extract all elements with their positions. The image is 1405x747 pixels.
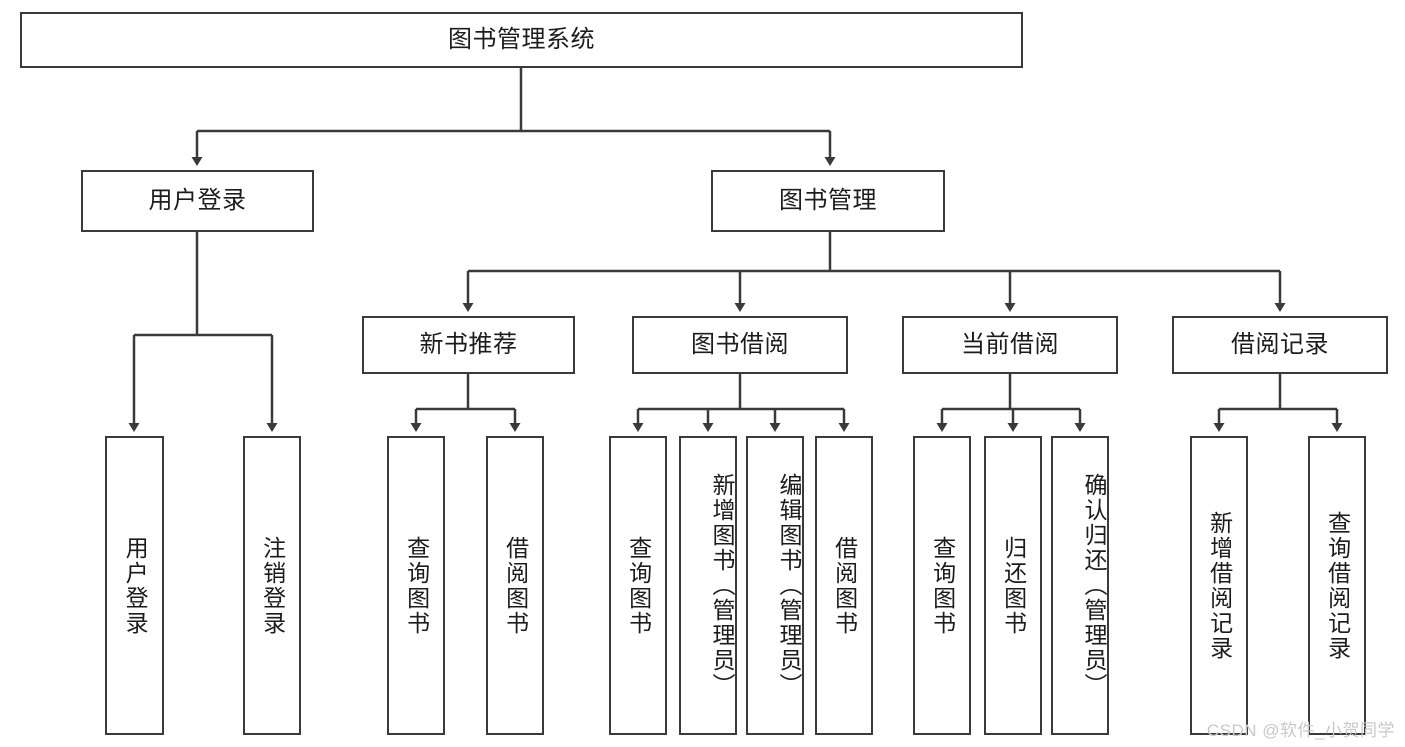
leaf-node[interactable]: 用户登录 xyxy=(105,436,164,735)
leaf-node[interactable]: 新增借阅记录 xyxy=(1190,436,1248,735)
node-user-login[interactable]: 用户登录 xyxy=(81,170,314,232)
leaf-node-label: 用户登录 xyxy=(122,535,149,636)
node-root[interactable]: 图书管理系统 xyxy=(20,12,1023,68)
node-new-book-recommend[interactable]: 新书推荐 xyxy=(362,316,575,374)
leaf-node-label: 查询图书 xyxy=(625,535,652,636)
node-book-borrow[interactable]: 图书借阅 xyxy=(632,316,848,374)
leaf-node-label: 查询借阅记录 xyxy=(1324,510,1351,661)
leaf-node-label: 注销登录 xyxy=(259,535,286,636)
leaf-node-label: 新增图书（管理员） xyxy=(709,473,735,698)
leaf-node[interactable]: 编辑图书（管理员） xyxy=(746,436,804,735)
leaf-node[interactable]: 查询图书 xyxy=(913,436,971,735)
node-book-management-label: 图书管理 xyxy=(779,187,877,214)
leaf-node[interactable]: 查询图书 xyxy=(387,436,445,735)
node-book-management[interactable]: 图书管理 xyxy=(711,170,945,232)
leaf-node[interactable]: 确认归还（管理员） xyxy=(1051,436,1109,735)
leaf-node-label: 新增借阅记录 xyxy=(1206,510,1233,661)
leaf-node-label: 借阅图书 xyxy=(502,535,529,636)
node-user-login-label: 用户登录 xyxy=(148,187,247,214)
leaf-node[interactable]: 注销登录 xyxy=(243,436,301,735)
node-root-label: 图书管理系统 xyxy=(448,26,595,53)
leaf-node-label: 编辑图书（管理员） xyxy=(776,473,802,698)
leaf-node-label: 查询图书 xyxy=(403,535,430,636)
leaf-node[interactable]: 借阅图书 xyxy=(815,436,873,735)
node-current-borrow-label: 当前借阅 xyxy=(961,331,1059,358)
leaf-node[interactable]: 查询图书 xyxy=(609,436,667,735)
leaf-node-label: 确认归还（管理员） xyxy=(1081,473,1107,698)
watermark: CSDN @软件_小贺同学 xyxy=(1206,721,1395,740)
node-new-book-recommend-label: 新书推荐 xyxy=(419,331,518,358)
leaf-node[interactable]: 新增图书（管理员） xyxy=(679,436,737,735)
node-book-borrow-label: 图书借阅 xyxy=(691,331,789,358)
leaf-node-label: 查询图书 xyxy=(929,535,956,636)
leaf-node[interactable]: 归还图书 xyxy=(984,436,1042,735)
leaf-node[interactable]: 借阅图书 xyxy=(486,436,544,735)
leaf-node-label: 归还图书 xyxy=(1000,535,1027,636)
node-borrow-record[interactable]: 借阅记录 xyxy=(1172,316,1388,374)
node-borrow-record-label: 借阅记录 xyxy=(1231,331,1329,358)
leaf-node[interactable]: 查询借阅记录 xyxy=(1308,436,1366,735)
node-current-borrow[interactable]: 当前借阅 xyxy=(902,316,1118,374)
leaf-node-label: 借阅图书 xyxy=(831,535,858,636)
